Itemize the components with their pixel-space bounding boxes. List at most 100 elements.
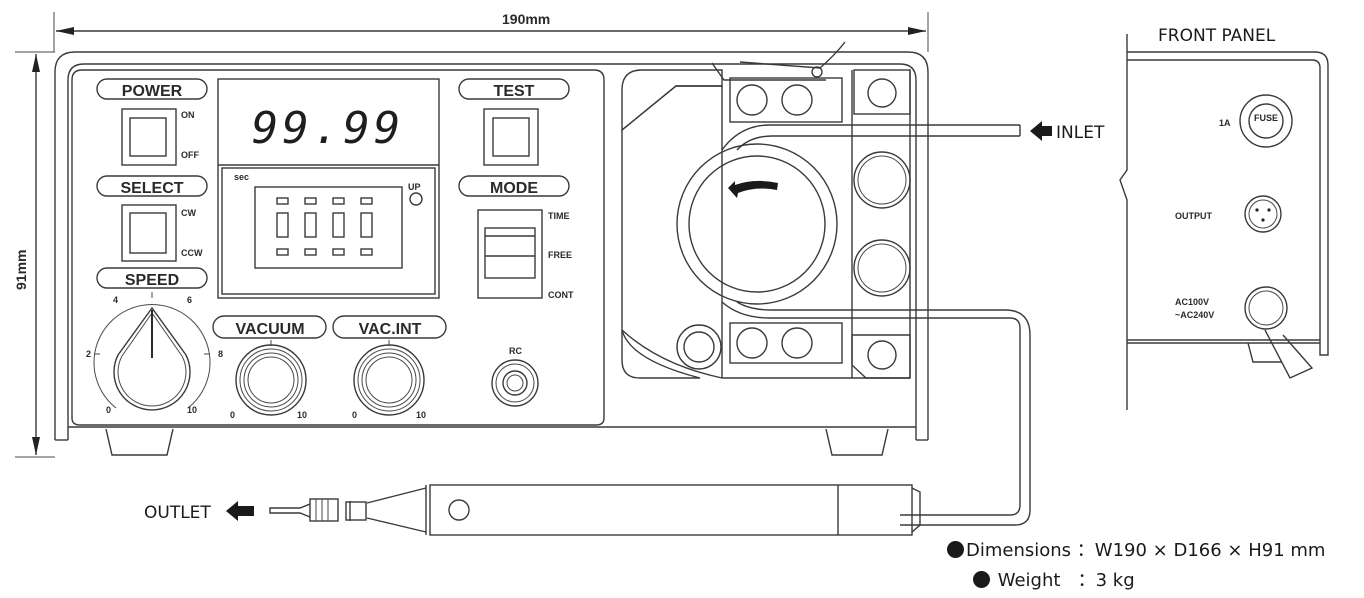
front-panel-title: FRONT PANEL xyxy=(1158,26,1276,46)
spec-weight-value: 3 kg xyxy=(1095,570,1135,591)
select-control: SELECT CW CCW xyxy=(96,175,208,262)
power-cord-inlet xyxy=(1244,286,1314,379)
select-cw-label: CW xyxy=(181,208,196,218)
vacuum-label: VACUUM xyxy=(235,321,304,338)
select-ccw-label: CCW xyxy=(181,248,203,258)
vac-int-control: VAC.INT 0 10 xyxy=(332,315,447,420)
ac-voltage-line1: AC100V xyxy=(1175,297,1209,307)
mode-label: MODE xyxy=(490,180,538,197)
bullet-icon xyxy=(973,571,990,588)
rotation-arrow-icon xyxy=(728,180,778,198)
vac-int-label: VAC.INT xyxy=(359,321,422,338)
spec-weight: Weight ：3 kg xyxy=(973,566,1135,592)
pump-head xyxy=(621,41,1031,526)
fuse-rating-label: 1A xyxy=(1219,118,1231,128)
ac-voltage-line2: ~AC240V xyxy=(1175,310,1214,320)
handpiece xyxy=(269,484,921,536)
inlet-label: INLET xyxy=(1056,123,1105,143)
digit-switches xyxy=(276,197,373,256)
bullet-icon xyxy=(947,541,964,558)
vac-int-min: 0 xyxy=(352,410,357,420)
spec-dimensions: Dimensions ：W190 × D166 × H91 mm xyxy=(947,536,1325,562)
digit-down-button-1[interactable] xyxy=(304,248,317,256)
spec-dimensions-value: W190 × D166 × H91 mm xyxy=(1094,540,1326,561)
device-body xyxy=(54,51,929,456)
mode-option-cont: CONT xyxy=(548,290,574,300)
mode-switch[interactable] xyxy=(477,209,543,299)
digit-window-3 xyxy=(360,212,373,238)
vac-int-knob[interactable] xyxy=(353,344,425,416)
power-switch[interactable] xyxy=(121,108,177,166)
timer-display: 99.99 sec UP xyxy=(217,78,440,299)
test-button[interactable] xyxy=(483,108,539,166)
width-dimension: 190mm xyxy=(53,11,929,52)
select-switch[interactable] xyxy=(121,204,177,262)
digit-window-0 xyxy=(276,212,289,238)
vacuum-control: VACUUM 0 10 xyxy=(212,315,327,420)
power-off-label: OFF xyxy=(181,150,199,160)
fuse-holder[interactable]: FUSE xyxy=(1239,94,1293,148)
arrow-right-icon xyxy=(908,27,926,35)
outlet-arrow-icon xyxy=(226,501,254,521)
spec-weight-name: Weight xyxy=(997,570,1061,591)
vac-int-max: 10 xyxy=(416,410,426,420)
rc-jack[interactable] xyxy=(491,359,539,407)
up-indicator xyxy=(409,192,423,206)
pump-rotor[interactable] xyxy=(676,143,838,305)
power-label: POWER xyxy=(122,83,183,100)
height-label: 91mm xyxy=(13,250,29,290)
outlet-label: OUTLET xyxy=(144,503,211,523)
digit-up-button-0[interactable] xyxy=(276,197,289,205)
digit-window-1 xyxy=(304,212,317,238)
outlet-callout: OUTLET xyxy=(144,501,254,523)
speed-tick-2: 2 xyxy=(86,349,91,359)
speed-tick-10: 10 xyxy=(187,405,197,415)
spec-dimensions-sep: ： xyxy=(1076,540,1095,561)
mode-option-free: FREE xyxy=(548,250,572,260)
vacuum-knob[interactable] xyxy=(235,344,307,416)
digit-window-2 xyxy=(332,212,345,238)
front-panel: FRONT PANEL 1A FUSE OUTPUT AC100V ~AC240… xyxy=(1119,26,1329,410)
digit-up-button-2[interactable] xyxy=(332,197,345,205)
speed-tick-0: 0 xyxy=(106,405,111,415)
test-label: TEST xyxy=(494,83,535,100)
arrow-down-icon xyxy=(32,437,40,455)
spec-weight-sep: ： xyxy=(1077,570,1096,591)
output-label: OUTPUT xyxy=(1175,211,1213,221)
rc-connector: RC xyxy=(491,346,539,407)
mode-control: MODE TIME FREE CONT xyxy=(458,175,574,300)
select-label: SELECT xyxy=(120,180,183,197)
width-label: 190mm xyxy=(502,11,550,27)
output-connector[interactable] xyxy=(1244,195,1282,233)
mode-option-time: TIME xyxy=(548,211,570,221)
speed-tick-8: 8 xyxy=(218,349,223,359)
speed-control: SPEED 0 2 4 6 8 10 xyxy=(86,267,223,415)
digit-down-button-2[interactable] xyxy=(332,248,345,256)
speed-label: SPEED xyxy=(125,272,179,289)
inlet-callout: INLET xyxy=(1030,121,1105,143)
power-on-label: ON xyxy=(181,110,195,120)
test-control: TEST xyxy=(458,78,570,166)
digit-down-button-0[interactable] xyxy=(276,248,289,256)
height-dimension: 91mm xyxy=(13,51,55,458)
arrow-left-icon xyxy=(56,27,74,35)
digit-down-button-3[interactable] xyxy=(360,248,373,256)
digit-up-button-1[interactable] xyxy=(304,197,317,205)
up-label: UP xyxy=(408,182,421,192)
speed-knob[interactable] xyxy=(113,306,191,411)
vacuum-min: 0 xyxy=(230,410,235,420)
sec-label: sec xyxy=(234,172,249,182)
speed-tick-6: 6 xyxy=(187,295,192,305)
power-control: POWER ON OFF xyxy=(96,78,208,166)
digit-up-button-3[interactable] xyxy=(360,197,373,205)
display-readout: 99.99 xyxy=(252,103,404,154)
spec-dimensions-name: Dimensions xyxy=(966,540,1072,561)
fuse-text: FUSE xyxy=(1254,113,1278,123)
speed-tick-4: 4 xyxy=(113,295,118,305)
handpiece-button[interactable] xyxy=(448,499,470,521)
inlet-arrow-icon xyxy=(1030,121,1052,141)
vacuum-max: 10 xyxy=(297,410,307,420)
rc-label: RC xyxy=(509,346,522,356)
arrow-up-icon xyxy=(32,54,40,72)
